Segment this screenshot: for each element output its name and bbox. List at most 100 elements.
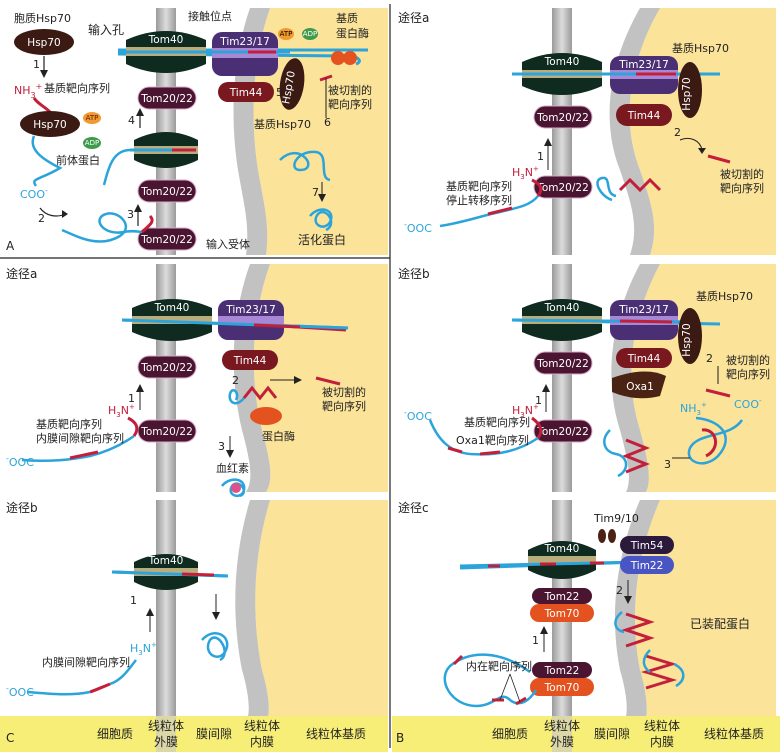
arrow-c1-3-head (226, 450, 234, 458)
cleaved-b1 (707, 154, 731, 164)
step-a-7: 7 (312, 186, 319, 199)
stop-transfer-seg (487, 206, 513, 216)
inner-right-2: 内膜 (650, 735, 674, 749)
hsp70-bound-label: Hsp70 (33, 119, 66, 131)
tom40-c1-label: Tom40 (154, 302, 190, 314)
matrix-hsp70-b1: 基质Hsp70 (672, 42, 729, 55)
tim2317-c1-label: Tim23/17 (225, 304, 276, 316)
tim2317-c1: Tim23/17 (218, 300, 284, 340)
arrow-b1-2 (679, 137, 703, 151)
tim2317-complex: Tim23/17 (212, 32, 278, 76)
step-a-4: 4 (128, 114, 135, 127)
b2-label-2: Oxa1靶向序列 (456, 433, 529, 447)
coo-label: COO- (20, 186, 48, 201)
arrow-2-head (62, 210, 68, 218)
tim44-c1-body (222, 350, 278, 370)
tim2317-b1-label: Tim23/17 (618, 59, 669, 71)
matrix-hsp70-label: 基质Hsp70 (254, 118, 311, 131)
cleaved-seq-1: 被切割的 (328, 83, 372, 97)
chain-c1-cyto (21, 434, 135, 463)
tim910-b (608, 529, 616, 543)
coo-b2: COO- (734, 397, 762, 411)
arrow-c1-2-head (294, 376, 302, 384)
outer-right-1: 线粒体 (544, 718, 580, 733)
oxa-seg-1 (479, 450, 501, 456)
panel-a-corner: A (6, 239, 15, 253)
tom70-b3a-body (530, 604, 594, 622)
arrow-4-head (136, 108, 144, 116)
loop-c1 (228, 389, 245, 405)
tom40-b2-label: Tom40 (544, 302, 580, 314)
protease-ball-2 (343, 51, 357, 65)
arrow-b1-2-head (698, 148, 706, 154)
tom40-second-bottom (134, 154, 198, 168)
oxa-seg-2 (447, 446, 463, 454)
assembled-label: 已装配蛋白 (690, 616, 750, 631)
cytosol-hsp70-label: Hsp70 (27, 37, 60, 49)
tim44-b2-label: Tim44 (627, 353, 661, 365)
step-b1-1: 1 (537, 150, 544, 163)
adp-label: ADP (85, 139, 99, 147)
tom40-b1-label: Tom40 (544, 56, 580, 68)
outer-membrane-bar-right (552, 716, 572, 752)
signal-c1-front (253, 323, 301, 329)
c1-label-2: 内膜间隙靶向序列 (36, 431, 124, 445)
tim2317-c1-band (218, 316, 284, 325)
tom40-complex: Tom40 (126, 31, 206, 73)
tm-helix-b3a (621, 612, 655, 648)
loops-b3 (614, 611, 685, 688)
chain-c1-front (121, 318, 349, 330)
tom70-b3b-label: Tom70 (544, 682, 580, 694)
tom40-c2-top (134, 554, 198, 568)
oxa1: Oxa1 (612, 371, 666, 399)
matrix-adp-label: ADP (303, 30, 317, 38)
b2-label-1: 基质靶向序列 (464, 415, 530, 429)
tim2317-label: Tim23/17 (219, 36, 270, 48)
tom2022-c1b: Tom20/22 (137, 419, 197, 443)
inner-membrane-c2 (235, 500, 270, 716)
cleaved-b2-2: 靶向序列 (726, 367, 770, 381)
tom2022-b2a-label: Tom20/22 (536, 358, 589, 370)
tom40-b2-bottom (522, 324, 602, 341)
h3n-c2: H3N+ (130, 641, 157, 657)
outer-left-2: 外膜 (154, 735, 178, 749)
cleaved-b1-1: 被切割的 (720, 167, 764, 181)
tim44: Tim44 (218, 82, 274, 102)
cytosol-hsp70 (14, 29, 74, 55)
tom2022-b1a: Tom20/22 (533, 105, 593, 129)
bottom-labels-right: 细胞质 线粒体 外膜 膜间隙 线粒体 内膜 线粒体基质 (492, 718, 764, 749)
hsp70-bound (20, 111, 80, 137)
inner-left-1: 线粒体 (244, 718, 280, 733)
unfolded-in-matrix (279, 150, 331, 182)
protease-c1 (250, 407, 282, 425)
tom22-b3b-label: Tom22 (544, 665, 580, 677)
outer-right-2: 外膜 (550, 735, 574, 749)
folded-protein (309, 208, 333, 232)
tom22-b3a-label: Tom22 (544, 591, 580, 603)
step-a-6: 6 (324, 116, 331, 129)
bottom-bar-right (392, 716, 780, 752)
step-b2-3: 3 (664, 458, 671, 471)
active-protein-label: 活化蛋白 (298, 232, 346, 247)
tom2022-upper-body (137, 86, 197, 110)
stop-transfer-1: 基质靶向序列 (446, 179, 512, 193)
protease-ball-1 (331, 51, 345, 65)
cytosol-right: 细胞质 (492, 727, 528, 741)
heme-protein (221, 478, 246, 498)
nh3-label: NH3+ (14, 82, 42, 100)
signal-b2-matrix (701, 428, 717, 458)
step-b2-2: 2 (706, 352, 713, 365)
step-b2-1: 1 (535, 394, 542, 407)
ims-right: 膜间隙 (594, 727, 630, 741)
adp-blob (83, 137, 101, 149)
tom2022-mid: Tom20/22 (137, 179, 197, 203)
tim44-b1: Tim44 (616, 104, 672, 126)
tim22-body (620, 556, 674, 574)
panel-b2-title: 途径b (398, 266, 430, 281)
tom40-b1-bottom (522, 78, 602, 95)
panel-c2-title: 途径b (6, 500, 38, 515)
tom40-c2: Tom40 (134, 554, 198, 590)
panel-b2: 途径b Tom40 Tim23/17 Tim44 Oxa1 Tom20/22 (398, 264, 776, 492)
tom2022-b2b-body (533, 419, 593, 443)
